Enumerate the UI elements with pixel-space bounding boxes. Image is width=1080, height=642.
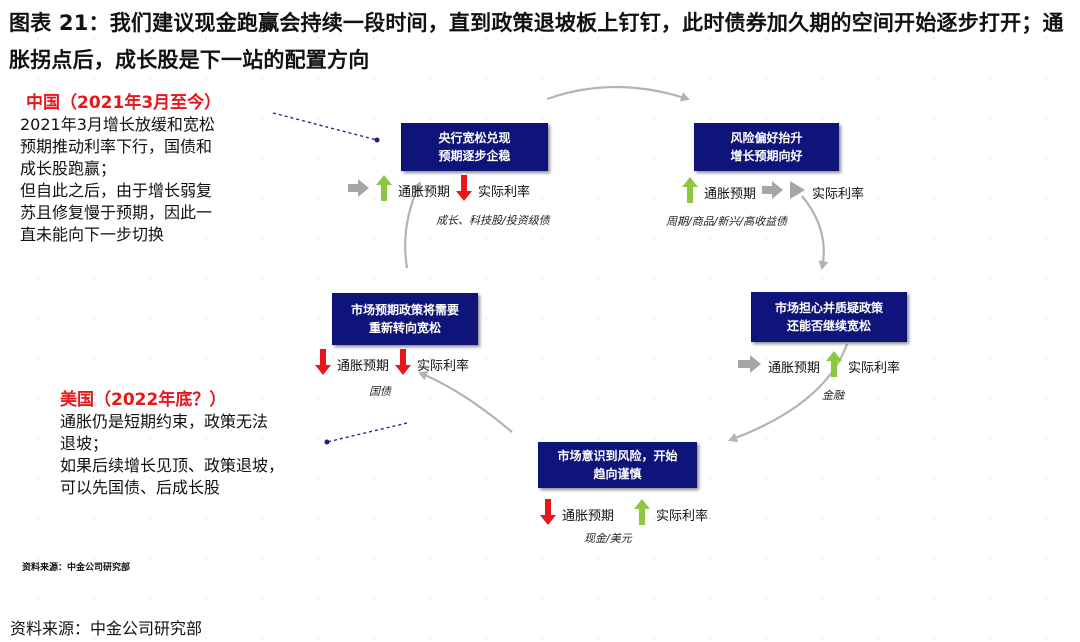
real-rate-label: 实际利率 [417,358,470,374]
usa-line-3: 如果后续增长见顶、政策退坡， [60,456,285,475]
cycle-arrow-bottom-left [418,370,513,433]
down-arrow-icon [456,175,473,205]
stage-4-line2: 趋向谨慎 [593,467,642,481]
china-line-5: 苏且修复慢于预期，因此一 [20,203,213,222]
stage-box-1: 央行宽松兑现 预期逐步企稳 [401,123,548,171]
inflation-expectation-label: 通胀预期 [337,358,390,374]
up-arrow-icon [634,499,651,529]
stage-2-line2: 增长预期向好 [730,149,803,163]
stage-2-line1: 风险偏好抬升 [730,131,803,145]
down-arrow-icon [315,349,331,379]
real-rate-label: 实际利率 [656,508,709,524]
china-line-6: 直未能向下一步切换 [20,225,165,244]
down-arrow-icon [540,499,556,529]
china-line-2: 预期推动利率下行，国债和 [20,137,213,156]
cycle-arrow-top [546,85,690,102]
stage-2-indicators: 通胀预期 实际利率 [682,177,864,207]
cycle-arrow-bottom-right [728,343,849,443]
china-line-3: 成长股跑赢； [20,159,117,178]
down-arrow-icon [395,349,412,379]
stage-box-5: 市场预期政策将需要 重新转向宽松 [332,293,478,345]
stage-1-indicators: 通胀预期 实际利率 [348,175,530,205]
source-note: 资料来源：中金公司研究部 [10,619,203,638]
real-rate-label: 实际利率 [478,184,531,200]
usa-line-4: 可以先国债、后成长股 [60,478,221,497]
stage-box-3: 市场担心并质疑政策 还能否继续宽松 [751,292,907,342]
stage-3-indicators: 通胀预期 实际利率 [738,351,900,381]
up-arrow-icon [376,175,392,205]
china-heading: 中国（2021年3月至今） [26,93,222,113]
flat-arrow-icon [790,181,806,203]
inflation-expectation-label: 通胀预期 [704,186,757,202]
chart-title: 图表 21：我们建议现金跑赢会持续一段时间，直到政策退坡板上钉钉，此时债券加久期… [9,11,1064,72]
usa-description: 通胀仍是短期约束，政策无法 退坡； 如果后续增长见顶、政策退坡， 可以先国债、后… [60,411,284,499]
real-rate-label: 实际利率 [848,360,901,376]
usa-heading: 美国（2022年底？） [60,390,227,410]
cycle-arrow-left [404,181,422,269]
stage-2-asset: 周期/商品/新兴/高收益债 [666,215,788,228]
flat-arrow-icon [762,181,784,203]
stage-box-2: 风险偏好抬升 增长预期向好 [694,123,839,171]
stage-1-line2: 预期逐步企稳 [438,149,511,163]
cycle-arrow-right [801,195,829,270]
stage-5-line2: 重新转向宽松 [368,321,441,335]
flat-arrow-icon [738,355,762,377]
up-arrow-icon [826,351,843,381]
stage-5-line1: 市场预期政策将需要 [350,303,459,317]
usa-line-1: 通胀仍是短期约束，政策无法 [60,412,269,431]
china-pointer [272,112,378,141]
stage-4-asset: 现金/美元 [584,532,632,545]
inflation-expectation-label: 通胀预期 [398,184,451,200]
usa-line-2: 退坡； [60,434,109,453]
china-line-4: 但自此之后，由于增长弱复 [20,181,213,200]
china-line-1: 2021年3月增长放缓和宽松 [20,115,215,134]
stage-5-indicators: 通胀预期 实际利率 [315,349,469,379]
real-rate-label: 实际利率 [812,186,865,202]
inflation-expectation-label: 通胀预期 [562,508,615,524]
stage-3-line2: 还能否继续宽松 [786,319,871,333]
up-arrow-icon [682,177,698,207]
flat-arrow-icon [348,179,370,201]
inflation-expectation-label: 通胀预期 [768,360,821,376]
usa-pointer [326,422,408,443]
stage-4-line1: 市场意识到风险，开始 [557,449,678,463]
stage-1-asset: 成长、科技股/投资级债 [436,214,550,227]
source-note-small: 资料来源：中金公司研究部 [22,563,131,573]
stage-box-4: 市场意识到风险，开始 趋向谨慎 [538,442,697,488]
stage-3-asset: 金融 [822,389,844,402]
stage-5-asset: 国债 [369,385,391,398]
stage-4-indicators: 通胀预期 实际利率 [540,499,708,529]
china-description: 2021年3月增长放缓和宽松 预期推动利率下行，国债和 成长股跑赢； 但自此之后… [20,114,215,246]
stage-3-line1: 市场担心并质疑政策 [774,301,883,315]
stage-1-line1: 央行宽松兑现 [438,131,511,145]
